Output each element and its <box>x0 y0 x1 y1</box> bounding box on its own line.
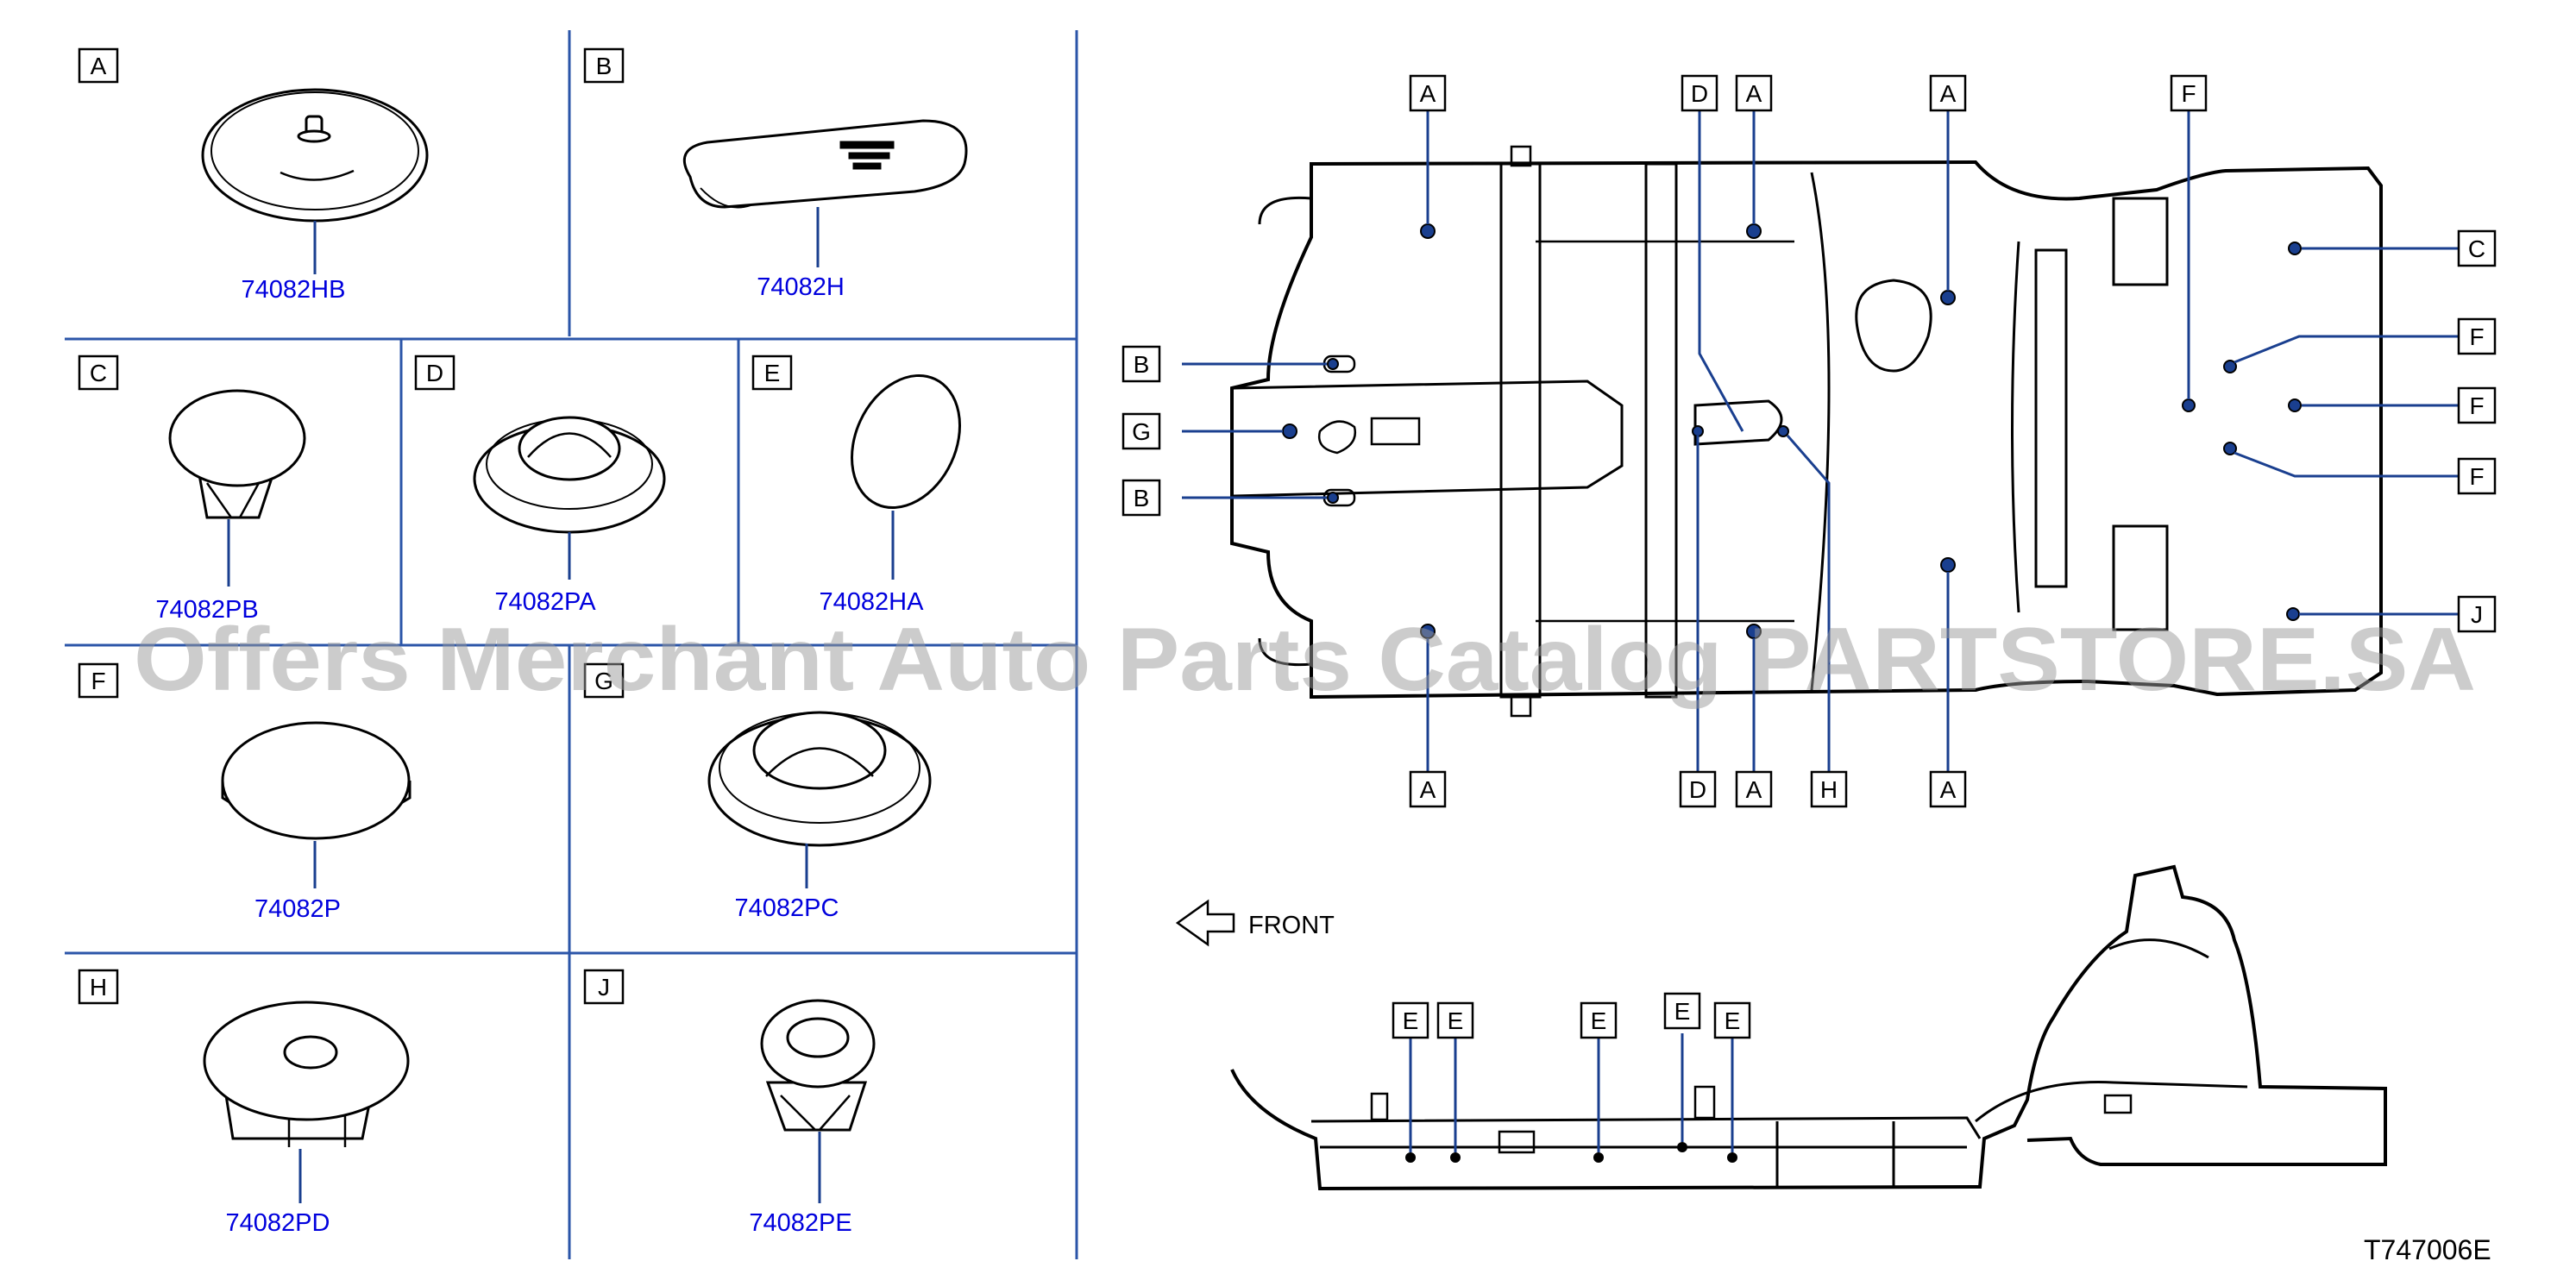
grommet-icon <box>707 711 932 847</box>
part-number: 74082P <box>254 895 341 923</box>
part-number: 74082HB <box>242 276 346 304</box>
panel-g: G 74082PC <box>583 662 932 922</box>
plan-callouts-left: B G B <box>1122 345 1161 517</box>
panel-letter: E <box>764 360 781 386</box>
callout-letter: D <box>1689 776 1706 803</box>
callout-letter: A <box>1940 776 1957 803</box>
callout-letter: E <box>1403 1007 1419 1034</box>
side-callouts: E E E E E <box>1392 992 1751 1039</box>
callout-letter: F <box>2469 463 2484 490</box>
panel-a: A 74082HB <box>78 47 429 304</box>
panel-d: D 74082PA <box>414 355 666 616</box>
push-clip-icon <box>168 389 306 519</box>
callout-letter: G <box>1132 418 1151 445</box>
panel-h: H 74082PD <box>78 969 410 1237</box>
panel-grid <box>65 30 1078 1259</box>
bushing-clip-icon <box>760 999 876 1132</box>
panel-j: J 74082PE <box>583 969 876 1237</box>
panel-f: F 74082P <box>78 662 412 923</box>
callout-letter: E <box>1591 1007 1607 1034</box>
callout-letter: A <box>1940 80 1957 107</box>
diagram-code: T747006E <box>2364 1234 2491 1265</box>
callout-letter: J <box>2471 601 2483 628</box>
plan-fastener-dots <box>1282 223 2302 639</box>
plan-callouts-right: C F F F J <box>2457 229 2497 633</box>
part-number: 74082PE <box>749 1209 851 1237</box>
callout-letter: F <box>2469 323 2484 350</box>
callout-letter: A <box>1420 776 1436 803</box>
panel-letter: F <box>91 668 105 694</box>
part-number: 74082PD <box>226 1209 330 1237</box>
front-label: FRONT <box>1248 912 1335 939</box>
callout-letter: A <box>1746 776 1762 803</box>
panel-letter: H <box>90 974 107 1001</box>
front-indicator: FRONT <box>1175 899 1335 947</box>
cap-plug-icon <box>203 1001 410 1147</box>
panel-letter: D <box>426 360 443 386</box>
callout-letter: A <box>1420 80 1436 107</box>
panel-letter: C <box>90 360 107 386</box>
part-number: 74082PC <box>735 894 839 922</box>
callout-letter: E <box>1448 1007 1464 1034</box>
callout-letter: B <box>1134 485 1150 511</box>
grommet-icon <box>473 416 666 534</box>
part-number: 74082PA <box>494 588 596 616</box>
callout-letter: H <box>1820 776 1838 803</box>
callout-letter: E <box>1725 1007 1741 1034</box>
panel-letter: G <box>594 668 613 694</box>
callout-letter: B <box>1134 351 1150 378</box>
front-arrow-icon <box>1175 899 1235 947</box>
flat-plug-icon <box>221 721 412 840</box>
callout-letter: A <box>1746 80 1762 107</box>
callout-letter: C <box>2468 235 2485 262</box>
oval-plug-icon <box>682 119 968 209</box>
panel-letter: A <box>91 53 107 79</box>
plan-leader-lines <box>1182 110 2459 772</box>
side-leader-lines <box>1409 1033 1734 1152</box>
part-number: 74082HA <box>820 588 925 616</box>
part-number: 74082H <box>757 273 845 301</box>
callout-letter: E <box>1674 998 1691 1025</box>
plan-callouts-top: A D A A F <box>1409 74 2208 112</box>
panel-letter: J <box>598 974 610 1001</box>
watermark: Offers Merchant Auto Parts Catalog PARTS… <box>134 610 2476 710</box>
callout-letter: D <box>1691 80 1708 107</box>
part-number: 74082PB <box>155 596 258 624</box>
panel-c: C 74082PB <box>78 355 306 624</box>
panel-e: E 74082HA <box>751 355 961 616</box>
callout-letter: F <box>2469 392 2484 419</box>
side-fastener-dots <box>1405 1142 1737 1163</box>
panel-letter: B <box>596 53 613 79</box>
plan-callouts-bottom: A D A H A <box>1409 770 1967 808</box>
plug-disc-icon <box>201 88 429 223</box>
seal-patch-icon <box>851 373 961 510</box>
panel-b: B 74082H <box>583 47 968 301</box>
underbody-side-view <box>1230 864 2387 1191</box>
callout-letter: F <box>2181 80 2196 107</box>
